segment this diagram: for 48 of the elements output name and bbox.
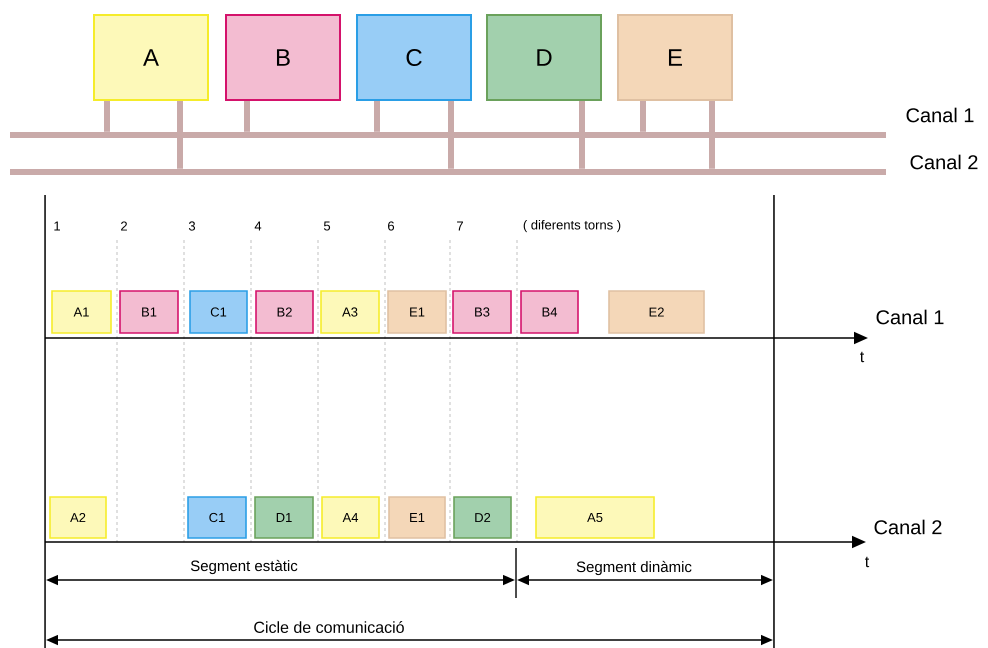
frame-box: A3: [320, 290, 380, 334]
slot-number: 1: [54, 222, 60, 230]
channel-label: Canal 2: [910, 154, 978, 170]
connector-stem: [579, 101, 585, 169]
axis-label: Canal 2: [874, 520, 942, 534]
axis-label: t: [860, 352, 864, 362]
frame-box: E1: [387, 290, 447, 334]
channel-label: Canal 1: [906, 108, 974, 122]
frame-box: B4: [520, 290, 579, 334]
dimension-label: Cicle de comunicació: [254, 621, 404, 633]
frame-box: A4: [321, 496, 380, 539]
frame-box: C1: [187, 496, 247, 539]
connector-stem: [709, 101, 715, 169]
frame-box: B3: [452, 290, 512, 334]
station-box: A: [93, 14, 209, 101]
frame-box: A1: [51, 290, 112, 334]
connector-stem: [374, 101, 380, 132]
station-box: E: [617, 14, 733, 101]
station-box: C: [356, 14, 472, 101]
connector-stem: [640, 101, 646, 132]
connector-stem: [244, 101, 250, 132]
connector-stem: [448, 101, 454, 169]
frame-box: B2: [255, 290, 314, 334]
slot-number: 3: [188, 221, 196, 231]
channel-bus: [10, 132, 886, 138]
axis-label: Canal 1: [876, 310, 944, 324]
frame-box: C1: [189, 290, 248, 334]
slot-number: 6: [388, 221, 394, 231]
frame-box: D2: [453, 496, 512, 539]
note: ( diferents torns ): [524, 220, 620, 232]
frame-box: E2: [608, 290, 705, 334]
axis-label: t: [865, 556, 870, 568]
connector-stem: [177, 101, 183, 169]
frame-box: A5: [535, 496, 655, 539]
frame-box: A2: [49, 496, 107, 539]
connector-stem: [104, 101, 110, 132]
slot-number: 2: [121, 221, 127, 231]
station-box: D: [486, 14, 602, 101]
frame-box: D1: [254, 496, 314, 539]
station-box: B: [225, 14, 341, 101]
slot-number: 4: [254, 222, 262, 230]
dimension-label: Segment dinàmic: [576, 560, 692, 576]
slot-number: 7: [457, 222, 463, 230]
frame-box: B1: [119, 290, 179, 334]
frame-box: E1: [388, 496, 446, 539]
dimension-label: Segment estàtic: [190, 560, 298, 574]
slot-number: 5: [324, 221, 330, 231]
channel-bus: [10, 169, 886, 175]
